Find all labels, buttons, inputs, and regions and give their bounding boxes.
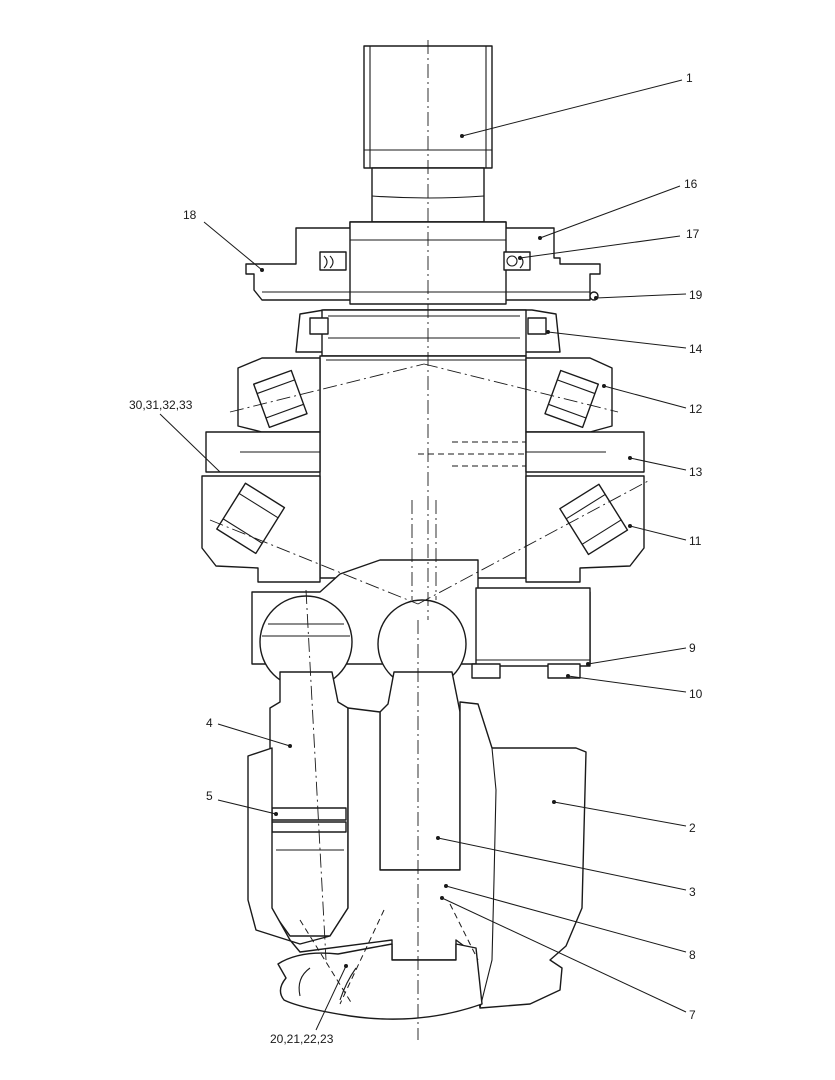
callout-10: 10: [689, 687, 703, 701]
callout-5: 5: [206, 789, 213, 803]
center-lines: [209, 40, 651, 1040]
callout-19: 19: [689, 288, 703, 302]
callout-11: 11: [689, 534, 702, 548]
swash-plate: [277, 903, 483, 1020]
callout-14: 14: [689, 342, 703, 356]
bearing-retainer: [295, 309, 561, 357]
callout-16: 16: [684, 177, 698, 191]
callout-1: 1: [686, 71, 693, 85]
callout-30-31-32-33: 30,31,32,33: [129, 398, 193, 412]
callout-20-21-22-23: 20,21,22,23: [270, 1032, 334, 1046]
callout-labels: 1 16 17 18 19 14 12 13 11 30,31,32,33 9 …: [129, 71, 703, 1046]
callout-17: 17: [686, 227, 700, 241]
callout-18: 18: [183, 208, 197, 222]
callout-4: 4: [206, 716, 213, 730]
callout-12: 12: [689, 402, 703, 416]
callout-2: 2: [689, 821, 696, 835]
callout-13: 13: [689, 465, 703, 479]
callout-8: 8: [689, 948, 696, 962]
piston-left: [259, 595, 353, 937]
leader-lines: [159, 79, 687, 1031]
yoke-body: [201, 355, 645, 583]
callout-9: 9: [689, 641, 696, 655]
callout-7: 7: [689, 1008, 696, 1022]
callout-3: 3: [689, 885, 696, 899]
seal-housing: [245, 221, 601, 305]
